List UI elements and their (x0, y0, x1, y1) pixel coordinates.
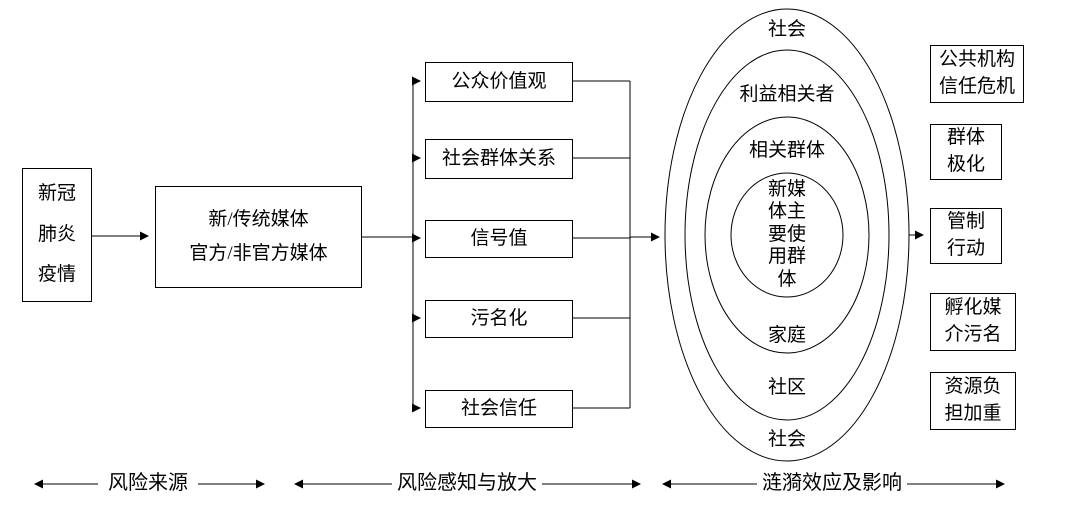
impact-box-media-stigma: 孵化媒 介污名 (930, 293, 1016, 351)
stage-label-risk-perception-amplification: 风险感知与放大 (397, 472, 537, 494)
source-box-covid: 新冠 肺炎 疫情 (22, 168, 92, 302)
stage-label-risk-source: 风险来源 (108, 472, 188, 494)
ripple-label-related-groups: 相关群体 (748, 140, 825, 161)
factor-box-public-values: 公众价值观 (425, 62, 573, 102)
impact-box-regulatory-action: 管制 行动 (930, 208, 1002, 264)
stage-label-ripple-effects: 涟漪效应及影响 (762, 472, 902, 494)
ripple-label-society-bottom: 社会 (767, 429, 806, 450)
ripple-label-society-top: 社会 (767, 19, 806, 40)
ripple-ellipse-outer (664, 8, 910, 462)
ripple-ellipse-2 (684, 49, 890, 421)
ripple-label-core-new-media-users: 新媒 体主 要使 用群 体 (767, 179, 806, 290)
impact-box-group-polarization: 群体 极化 (930, 124, 1002, 180)
factor-box-group-relations: 社会群体关系 (425, 139, 573, 179)
ripple-ellipse-core (730, 172, 844, 298)
factor-box-signal-value: 信号值 (425, 220, 573, 258)
factor-box-social-trust: 社会信任 (425, 390, 573, 428)
ripple-label-family: 家庭 (767, 325, 806, 346)
media-box: 新/传统媒体 官方/非官方媒体 (155, 186, 362, 288)
ripple-label-stakeholders: 利益相关者 (739, 84, 835, 105)
factor-box-stigmatization: 污名化 (425, 300, 573, 338)
impact-box-institution-trust-crisis: 公共机构 信任危机 (930, 45, 1024, 103)
impact-box-resource-burden: 资源负 担加重 (930, 372, 1016, 430)
ripple-ellipse-3 (704, 116, 870, 354)
ripple-label-community: 社区 (767, 377, 806, 398)
